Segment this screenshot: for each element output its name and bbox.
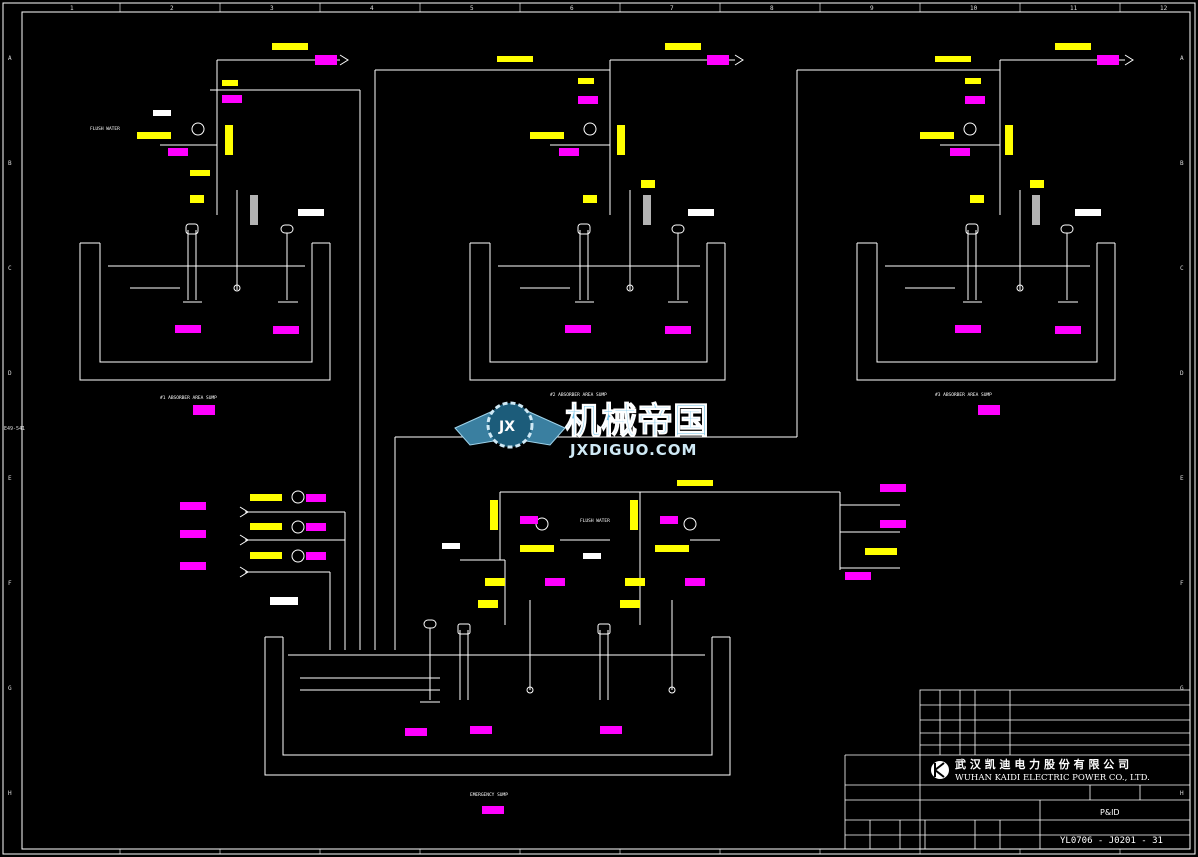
flush-water-label-1: FLUSH WATER xyxy=(90,126,120,132)
svg-text:9: 9 xyxy=(870,5,874,12)
drawing-number: YL0706 - J0201 - 31 xyxy=(1060,836,1163,846)
company-logo-icon xyxy=(931,761,949,779)
watermark-en: JXDIGUO.COM xyxy=(569,441,697,459)
svg-text:8: 8 xyxy=(770,5,774,12)
svg-text:E: E xyxy=(8,475,12,482)
svg-text:G: G xyxy=(1180,685,1184,692)
svg-text:H: H xyxy=(8,790,12,797)
svg-text:C: C xyxy=(8,265,12,272)
svg-text:A: A xyxy=(8,55,12,62)
watermark: JX 机械帝国 JXDIGUO.COM xyxy=(454,401,710,459)
svg-text:3: 3 xyxy=(270,5,274,12)
sump-pit-1 xyxy=(79,54,361,650)
svg-text:6: 6 xyxy=(570,5,574,12)
flush-water-label-main: FLUSH WATER xyxy=(580,518,610,524)
svg-text:11: 11 xyxy=(1070,5,1078,12)
watermark-badge: JX xyxy=(498,419,515,435)
company-name-en: WUHAN KAIDI ELECTRIC POWER CO., LTD. xyxy=(955,773,1150,783)
emergency-sump xyxy=(239,436,900,776)
gear-icon xyxy=(486,401,534,449)
svg-text:7: 7 xyxy=(670,5,674,12)
svg-text:4: 4 xyxy=(370,5,374,12)
svg-text:G: G xyxy=(8,685,12,692)
pit-2-label: #2 ABSORBER AREA SUMP xyxy=(550,392,607,398)
svg-text:E: E xyxy=(1180,475,1184,482)
watermark-cn: 机械帝国 xyxy=(565,401,709,442)
pit-3-tags xyxy=(920,43,1119,415)
svg-text:10: 10 xyxy=(970,5,978,12)
sump-pit-3 xyxy=(796,54,1134,437)
svg-text:B: B xyxy=(1180,160,1184,167)
svg-text:2: 2 xyxy=(170,5,174,12)
emergency-sump-label: EMERGENCY SUMP xyxy=(470,792,508,798)
svg-text:1: 1 xyxy=(70,5,74,12)
sump-pit-2 xyxy=(374,54,744,650)
pit-1-label: #1 ABSORBER AREA SUMP xyxy=(160,395,217,401)
svg-text:D: D xyxy=(1180,370,1184,377)
drawing-title: P&ID xyxy=(1100,808,1120,817)
svg-text:B: B xyxy=(8,160,12,167)
svg-text:C: C xyxy=(1180,265,1184,272)
svg-text:D: D xyxy=(8,370,12,377)
svg-text:12: 12 xyxy=(1160,5,1168,12)
svg-text:F: F xyxy=(1180,580,1184,587)
pit-3-label: #3 ABSORBER AREA SUMP xyxy=(935,392,992,398)
corner-note: E49-541 xyxy=(4,426,25,432)
emergency-sump-tags xyxy=(180,480,906,814)
svg-text:H: H xyxy=(1180,790,1184,797)
column-labels: 1 2 3 4 5 6 7 8 9 10 11 12 xyxy=(70,5,1168,12)
title-block xyxy=(844,689,1191,850)
svg-text:A: A xyxy=(1180,55,1184,62)
column-markers xyxy=(119,3,1121,854)
company-name-cn: 武 汉 凯 迪 电 力 股 份 有 限 公 司 xyxy=(955,757,1129,771)
inner-border xyxy=(21,11,1191,850)
row-labels: A B C D E F G H A B C D E F G H xyxy=(8,55,1184,797)
pit-2-tags xyxy=(497,43,729,334)
svg-text:5: 5 xyxy=(470,5,474,12)
pit-1-tags xyxy=(137,43,337,415)
svg-text:F: F xyxy=(8,580,12,587)
